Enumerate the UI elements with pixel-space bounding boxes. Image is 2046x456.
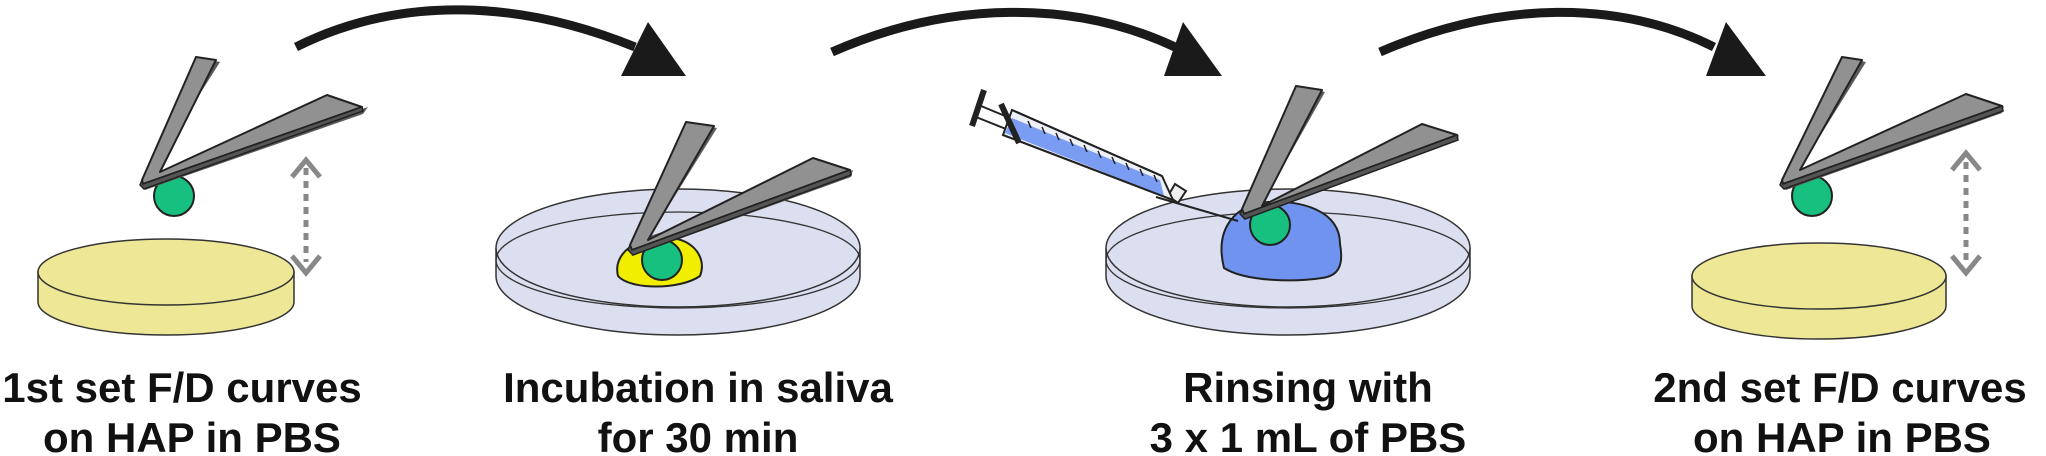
process-arrow-2	[830, 7, 1222, 76]
process-arrow-1	[293, 5, 686, 76]
step-3-caption-line1: Rinsing with	[1183, 364, 1433, 411]
step-1-illustration	[37, 56, 368, 336]
double-arrow-icon	[290, 156, 322, 277]
hap-disc-icon	[37, 238, 295, 336]
cantilever-icon	[1779, 56, 2004, 190]
cantilever-icon	[627, 121, 853, 256]
step-1-caption-line1: 1st set F/D curves	[2, 364, 362, 411]
step-4-caption-line1: 2nd set F/D curves	[1653, 364, 2026, 411]
cantilever-icon	[139, 56, 368, 190]
step-2-illustration	[495, 121, 861, 336]
process-arrow-3	[1378, 7, 1766, 76]
process-arrow-icon	[830, 7, 1177, 57]
step-3-caption-line2: 3 x 1 mL of PBS	[1150, 414, 1467, 456]
step-4-caption-line2: on HAP in PBS	[1693, 414, 1991, 456]
step-4-illustration	[1691, 56, 2004, 340]
syringe-icon	[969, 89, 1239, 222]
step-1-caption-line2: on HAP in PBS	[43, 414, 341, 456]
process-arrow-icon	[293, 5, 637, 52]
step-2-caption-line1: Incubation in saliva	[503, 364, 893, 411]
step-2-caption-line2: for 30 min	[598, 414, 799, 456]
hap-disc-icon	[1691, 242, 1947, 340]
double-arrow-icon	[1950, 149, 1982, 277]
process-arrow-icon	[1378, 7, 1717, 57]
cantilever-icon	[1239, 85, 1459, 220]
step-3-illustration	[969, 85, 1471, 336]
